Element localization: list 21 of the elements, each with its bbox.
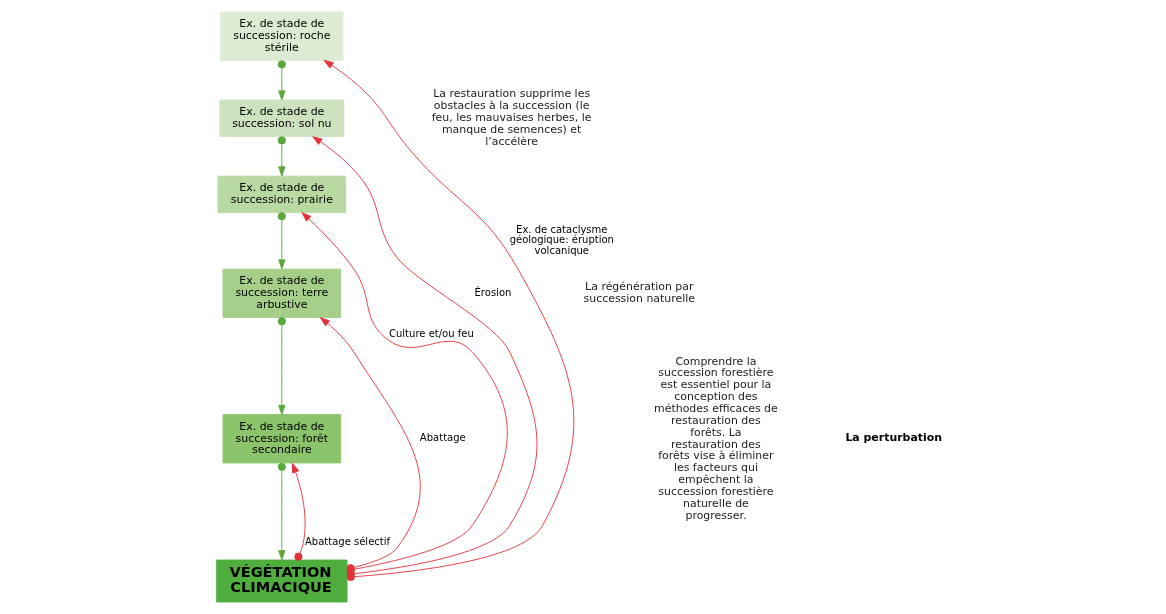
- edge-label: Culture et/ou feu: [388, 328, 474, 340]
- node-box: Ex. de stade de succession: prairie: [217, 175, 347, 214]
- node-box: Ex. de stade de succession: roche stérile: [220, 11, 344, 61]
- node-box: Ex. de stade de succession: terre arbustive: [222, 268, 342, 318]
- edge-label: Érosion: [474, 286, 512, 298]
- arrow: [277, 60, 286, 101]
- node-box: VÉGÉTATION CLIMACIQUE: [216, 559, 348, 603]
- node-box: Ex. de stade de succession: sol nu: [219, 99, 345, 137]
- edge-label: Ex. de cataclysme géologique: éruption volcanique: [509, 223, 614, 257]
- arrow: [277, 462, 286, 561]
- edge-label: Abattage: [419, 432, 466, 444]
- arrow: [277, 317, 286, 415]
- label: La restauration supprime les obstacles à la succession (le feu, les mauvaises herbes, le manque de semences) et l’accélère: [431, 87, 592, 148]
- arrow: [277, 212, 286, 270]
- label: La perturbation: [845, 430, 943, 444]
- edge-label: Abattage sélectif: [304, 536, 391, 548]
- label: Comprendre la succession forestière est essentiel pour la conception des méthodes efficaces de restauration des forêts. La restauration des forêts vise à éliminer les facteurs qui empêchent la succession forestière naturelle de progresser.: [654, 354, 778, 522]
- arrow: [277, 136, 286, 177]
- arrow: [291, 462, 306, 561]
- node-box: Ex. de stade de succession: forêt secondaire: [222, 414, 342, 464]
- label: La régénération par succession naturelle: [583, 280, 696, 306]
